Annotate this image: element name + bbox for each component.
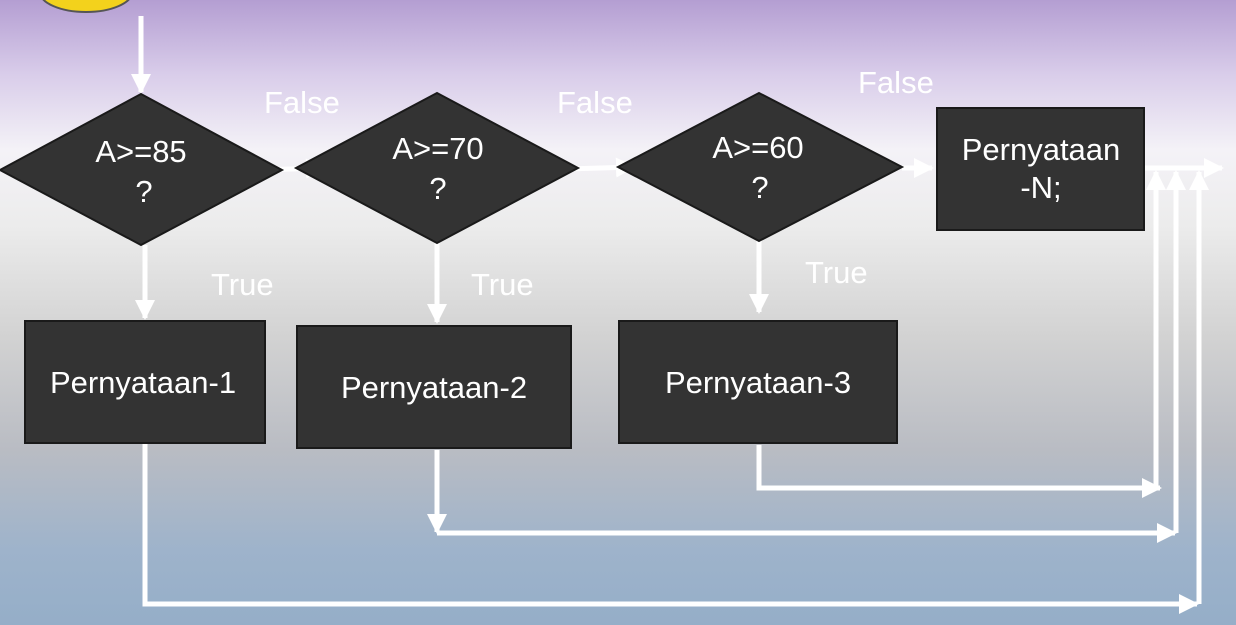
statement-n: Pernyataan -N;: [936, 107, 1145, 231]
return-1-h: [142, 440, 1199, 614]
statement-n-text-line1: Pernyataan: [962, 132, 1121, 167]
connectors: [131, 16, 1224, 614]
decision-2-condition: A>=70: [392, 131, 483, 166]
statement-n-text-line2: -N;: [1020, 170, 1061, 205]
false-label-2: False: [557, 85, 633, 120]
statement-2: Pernyataan-2: [296, 325, 572, 449]
statement-3: Pernyataan-3: [618, 320, 898, 444]
statement-3-text: Pernyataan-3: [665, 365, 851, 400]
false-label-1: False: [264, 85, 340, 120]
return-3-h: [756, 445, 1162, 498]
logo-icon: [42, 0, 130, 13]
true-label-3: True: [805, 255, 868, 290]
decision-3: A>=60 ?: [615, 91, 905, 243]
decision-1-question: ?: [135, 174, 152, 209]
true-label-1: True: [211, 267, 274, 302]
decision-1-condition: A>=85: [95, 134, 186, 169]
decision-3-question: ?: [751, 170, 768, 205]
decision-1: A>=85 ?: [0, 92, 285, 247]
true-label-2: True: [471, 267, 534, 302]
statement-2-text: Pernyataan-2: [341, 370, 527, 405]
decision-3-condition: A>=60: [712, 130, 803, 165]
false-label-3: False: [858, 65, 934, 100]
statement-1: Pernyataan-1: [24, 320, 266, 444]
decision-2: A>=70 ?: [293, 91, 581, 245]
decision-2-question: ?: [429, 171, 446, 206]
statement-1-text: Pernyataan-1: [50, 365, 236, 400]
